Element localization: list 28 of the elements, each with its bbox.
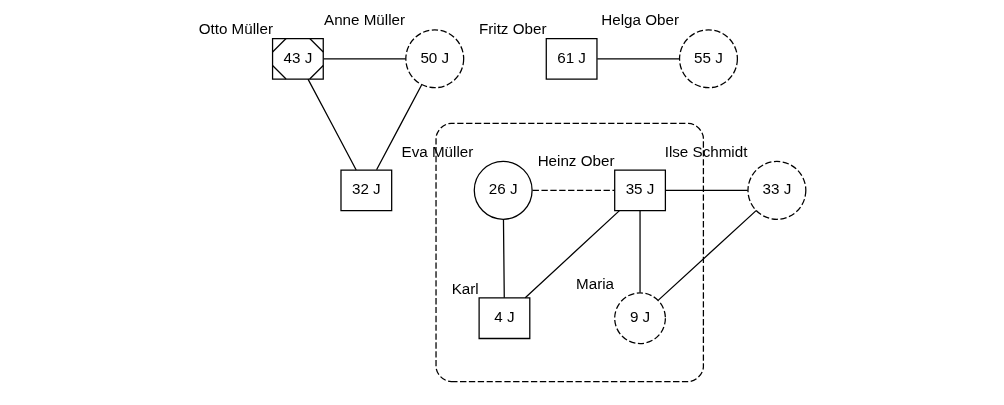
node-circle: 9 J [613, 292, 666, 345]
node-box: 32 J [339, 169, 392, 212]
node-box: 61 J [545, 37, 598, 80]
connector [596, 58, 680, 60]
node-box: 35 J [613, 169, 666, 212]
connector [375, 84, 422, 171]
node-label: Anne Müller [323, 11, 405, 29]
node-box: 4 J [477, 297, 530, 340]
node-label: Eva Müller [401, 143, 473, 161]
connector [664, 189, 748, 191]
connector [531, 189, 615, 191]
node-circle: 55 J [678, 29, 738, 89]
connector [306, 78, 357, 171]
node-label: Karl [451, 279, 479, 297]
node-circle: 33 J [746, 160, 806, 220]
node-label: Ilse Schmidt [664, 143, 747, 161]
connector [524, 210, 620, 299]
node-label: Helga Ober [600, 11, 679, 29]
connector [657, 210, 757, 301]
connector [502, 218, 505, 299]
connector [322, 58, 406, 60]
connector [638, 210, 641, 294]
node-label: Heinz Ober [537, 151, 614, 169]
node-circle: 50 J [404, 29, 464, 89]
node-label: Maria [575, 274, 614, 292]
node-circle: 26 J [473, 160, 533, 220]
node-label: Fritz Ober [478, 20, 546, 38]
node-label: Otto Müller [198, 20, 273, 38]
